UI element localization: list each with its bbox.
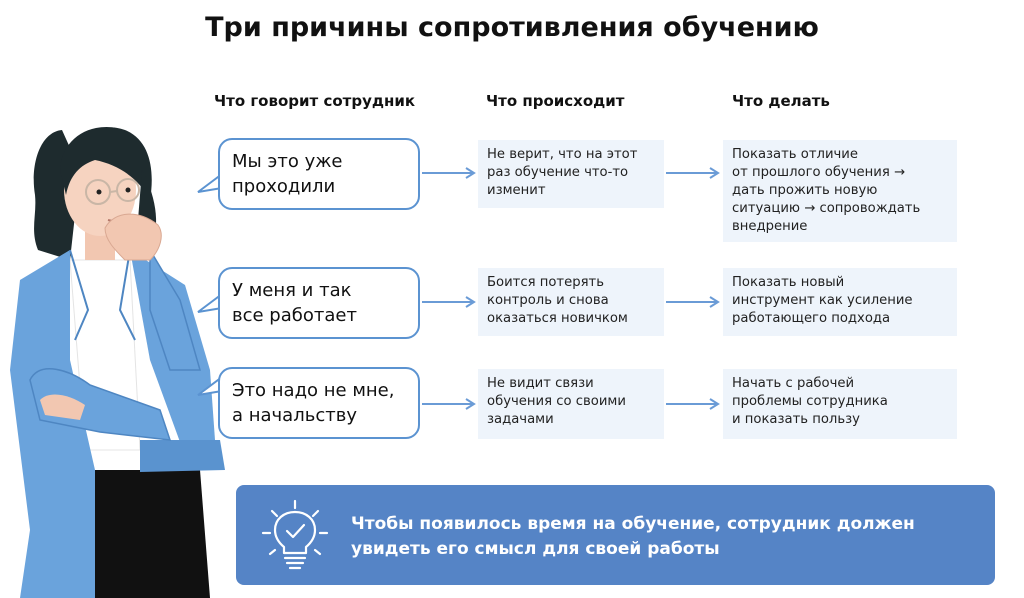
column-header-says: Что говорит сотрудник: [214, 92, 416, 110]
speech-bubble-row-3: Это надо не мне, а начальству: [218, 367, 420, 439]
speech-line: У меня и так: [232, 280, 352, 301]
text-line: Не верит, что на этот: [487, 147, 638, 162]
happens-box-row-2: Боится потерять контроль и снова оказать…: [478, 268, 664, 336]
todo-box-row-2: Показать новый инструмент как усиление р…: [723, 268, 957, 336]
text-line: обучения со своими: [487, 394, 626, 409]
speech-bubble-row-2: У меня и так все работает: [218, 267, 420, 339]
text-line: от прошлого обучения →: [732, 165, 906, 180]
lightbulb-check-icon: [261, 499, 329, 570]
arrow-right-icon: [666, 398, 720, 410]
happens-box-row-1: Не верит, что на этот раз обучение что-т…: [478, 140, 664, 208]
banner-line: увидеть его смысл для своей работы: [351, 539, 720, 559]
column-header-todo: Что делать: [732, 92, 830, 110]
text-line: ситуацию → сопровождать: [732, 201, 921, 216]
text-line: Не видит связи: [487, 376, 594, 391]
speech-line: все работает: [232, 305, 357, 326]
text-line: Начать с рабочей: [732, 376, 855, 391]
speech-bubble-tail: [197, 376, 222, 396]
text-line: Показать новый: [732, 275, 845, 290]
arrow-right-icon: [666, 296, 720, 308]
column-header-happens: Что происходит: [486, 92, 625, 110]
arrow-right-icon: [422, 167, 476, 179]
arrow-right-icon: [422, 398, 476, 410]
happens-box-row-3: Не видит связи обучения со своими задача…: [478, 369, 664, 439]
text-line: задачами: [487, 412, 554, 427]
arrow-right-icon: [666, 167, 720, 179]
page-title: Три причины сопротивления обучению: [205, 12, 819, 43]
text-line: Боится потерять: [487, 275, 604, 290]
thinking-woman-illustration: [10, 126, 225, 598]
text-line: Показать отличие: [732, 147, 858, 162]
conclusion-banner: Чтобы появилось время на обучение, сотру…: [236, 485, 995, 585]
text-line: контроль и снова: [487, 293, 609, 308]
banner-text: Чтобы появилось время на обучение, сотру…: [351, 512, 991, 562]
todo-box-row-1: Показать отличие от прошлого обучения → …: [723, 140, 957, 242]
text-line: раз обучение что-то: [487, 165, 629, 180]
text-line: дать прожить новую: [732, 183, 878, 198]
arrow-right-icon: [422, 296, 476, 308]
speech-line: проходили: [232, 176, 336, 197]
text-line: проблемы сотрудника: [732, 394, 888, 409]
text-line: внедрение: [732, 219, 808, 234]
text-line: инструмент как усиление: [732, 293, 913, 308]
speech-line: Это надо не мне,: [232, 380, 395, 401]
speech-bubble-row-1: Мы это уже проходили: [218, 138, 420, 210]
speech-bubble-tail: [197, 293, 222, 313]
speech-line: а начальству: [232, 405, 357, 426]
text-line: работающего подхода: [732, 311, 891, 326]
text-line: и показать пользу: [732, 412, 860, 427]
todo-box-row-3: Начать с рабочей проблемы сотрудника и п…: [723, 369, 957, 439]
speech-line: Мы это уже: [232, 151, 343, 172]
banner-line: Чтобы появилось время на обучение, сотру…: [351, 514, 915, 534]
text-line: оказаться новичком: [487, 311, 628, 326]
speech-bubble-tail: [197, 173, 222, 193]
text-line: изменит: [487, 183, 546, 198]
